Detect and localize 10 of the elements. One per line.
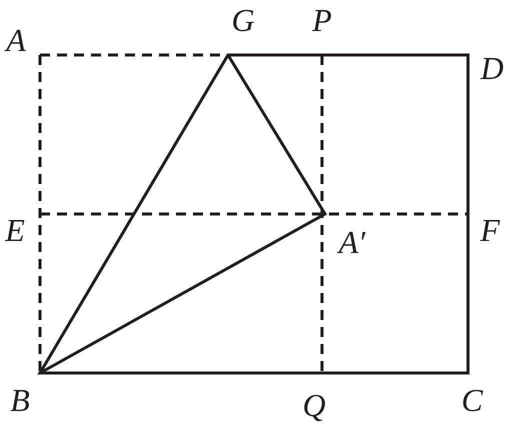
point-label: F: [480, 214, 500, 246]
point-label: P: [312, 4, 332, 36]
point-label: Q: [302, 389, 326, 421]
point-label: E: [5, 214, 25, 246]
point-label: C: [461, 384, 483, 416]
point-label: D: [480, 52, 504, 84]
point-label: G: [231, 4, 255, 36]
point-label: A′: [338, 226, 366, 258]
point-label: A: [6, 24, 26, 56]
point-label: B: [10, 384, 30, 416]
